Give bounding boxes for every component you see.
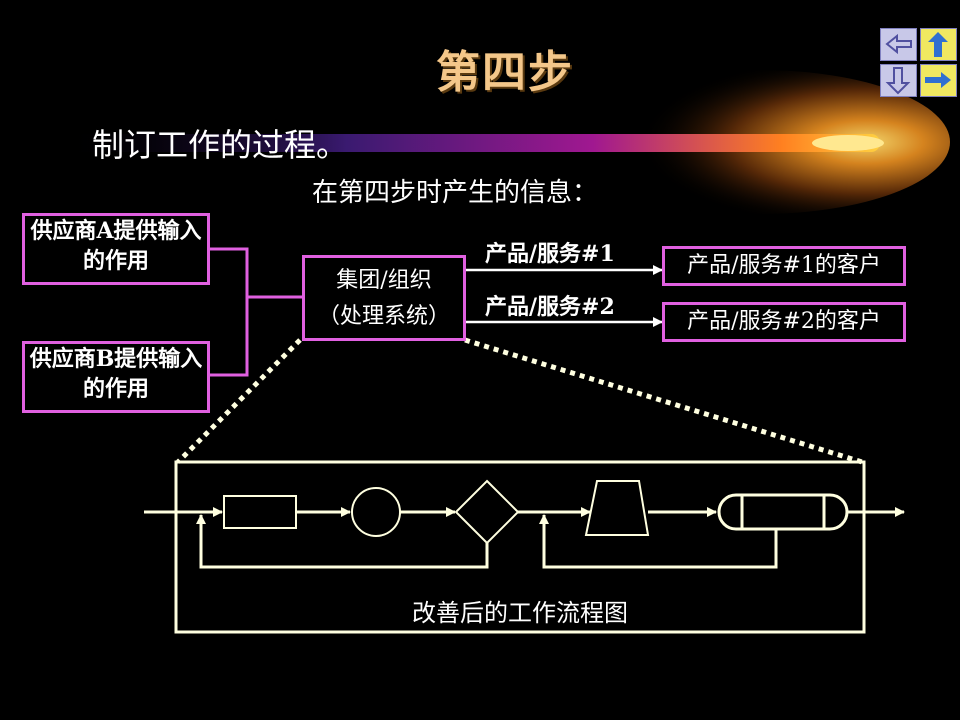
slide-title: 第四步 [436,47,574,98]
arrow-down-icon[interactable] [880,64,917,97]
flowchart-caption: 改善后的工作流程图 [412,599,628,627]
customer-1-label: 产品/服务#1的客户 [687,253,881,278]
supplier-a-label: 供应商A提供输入的作用 [30,218,202,274]
customer-2-label: 产品/服务#2的客户 [687,309,881,334]
flowchart-frame [174,460,866,634]
output-2-arrow-label: 产品/服务#2 [485,294,615,320]
flow-process-box [223,495,297,529]
nav-buttons[interactable] [880,28,958,98]
flow-circle [351,487,401,537]
output-1-arrow-label: 产品/服务#1 [485,241,615,267]
info-heading: 在第四步时产生的信息： [312,178,599,208]
customer-2-box: 产品/服务#2的客户 [662,302,906,342]
flow-decision-diamond [454,479,520,545]
supplier-a-box: 供应商A提供输入的作用 [22,213,210,285]
flow-terminal [717,493,849,531]
organization-line1: 集团/组织 [336,268,432,293]
arrow-right-icon[interactable] [920,64,957,97]
arrow-up-icon[interactable] [920,28,957,61]
slide-subtitle: 制订工作的过程。 [92,126,349,164]
organization-line2: （处理系统） [317,304,450,329]
supplier-b-label: 供应商B提供输入的作用 [29,346,203,402]
customer-1-box: 产品/服务#1的客户 [662,246,906,286]
arrow-left-icon[interactable] [880,28,917,61]
organization-box: 集团/组织 （处理系统） [302,255,466,341]
flow-trapezoid [584,480,650,536]
supplier-b-box: 供应商B提供输入的作用 [22,341,210,413]
